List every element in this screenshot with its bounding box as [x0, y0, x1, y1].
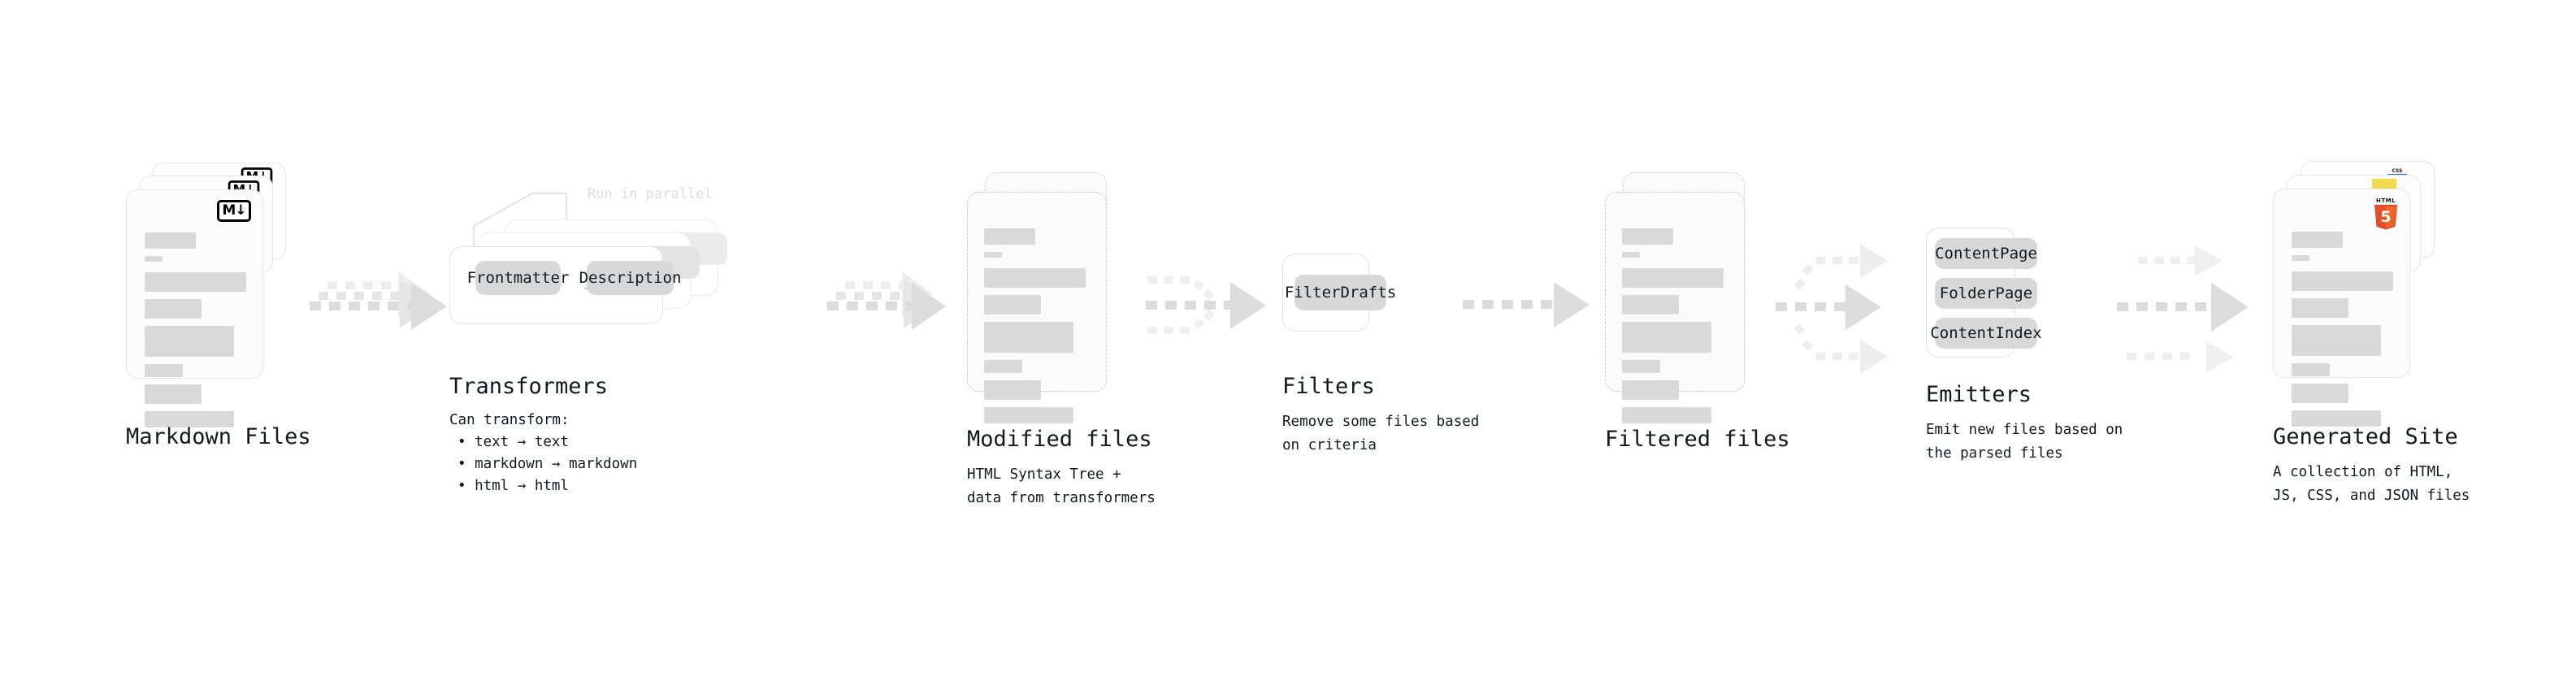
connector-transformers-to-modified — [827, 271, 946, 330]
run-in-parallel-label: Run in parallel — [588, 186, 713, 202]
filtered-files-title: Filtered files — [1605, 427, 1790, 452]
transformers-title: Transformers — [449, 374, 609, 399]
svg-text:HTML: HTML — [2376, 197, 2396, 204]
generated-site-title: Generated Site — [2273, 424, 2458, 449]
modified-placeholder-lines — [984, 228, 1090, 431]
filters-title: Filters — [1282, 374, 1375, 399]
connector-filters-to-filtered — [1463, 282, 1589, 327]
svg-text:5: 5 — [2380, 208, 2391, 226]
emitters-group: ContentPage FolderPage ContentIndex — [1926, 228, 2042, 358]
filtered-card-front — [1605, 192, 1745, 423]
transformers-subtitle: Can transform: — [449, 412, 570, 428]
emitters-title: Emitters — [1926, 382, 2032, 407]
emitter-node-folderpage[interactable]: FolderPage — [1935, 278, 2037, 309]
transformer-node-description[interactable]: Description — [579, 261, 681, 295]
transformers-bullet-1: • markdown → markdown — [458, 456, 638, 472]
markdown-files-title: Markdown Files — [126, 424, 311, 449]
transformers-bullet-0: • text → text — [458, 434, 569, 450]
markdown-card-front: M↓ — [126, 189, 263, 427]
transformer-node-frontmatter[interactable]: Frontmatter — [467, 261, 569, 295]
emitter-node-contentpage[interactable]: ContentPage — [1935, 238, 2037, 269]
emitter-node-contentindex[interactable]: ContentIndex — [1930, 318, 2042, 349]
emitters-subtitle: Emit new files based on the parsed files — [1926, 422, 2123, 462]
filter-node-filterdrafts[interactable]: FilterDrafts — [1285, 275, 1396, 310]
html5-icon: HTML 5 — [2374, 197, 2397, 230]
connector-filtered-to-emitters — [1776, 244, 1888, 374]
markdown-placeholder-lines — [145, 232, 246, 435]
generated-site-subtitle: A collection of HTML, JS, CSS, and JSON … — [2273, 464, 2470, 504]
run-in-parallel-bracket — [473, 193, 567, 262]
connector-modified-to-filters — [1146, 276, 1266, 334]
site-placeholder-lines — [2292, 232, 2393, 434]
modified-card-front — [967, 192, 1107, 423]
filters-subtitle: Remove some files based on criteria — [1282, 414, 1480, 453]
connector-markdown-to-transformers — [310, 271, 447, 330]
svg-text:CSS: CSS — [2392, 168, 2403, 174]
filtered-placeholder-lines — [1622, 228, 1728, 431]
site-card-front: HTML 5 — [2273, 189, 2410, 427]
transformers-bullet-2: • html → html — [458, 478, 569, 494]
markdown-icon: M↓ — [217, 200, 251, 222]
modified-files-subtitle: HTML Syntax Tree + data from transformer… — [967, 466, 1156, 506]
modified-files-title: Modified files — [967, 427, 1152, 452]
connector-emitters-to-site — [2117, 245, 2249, 372]
filters-group: FilterDrafts — [1282, 254, 1396, 332]
